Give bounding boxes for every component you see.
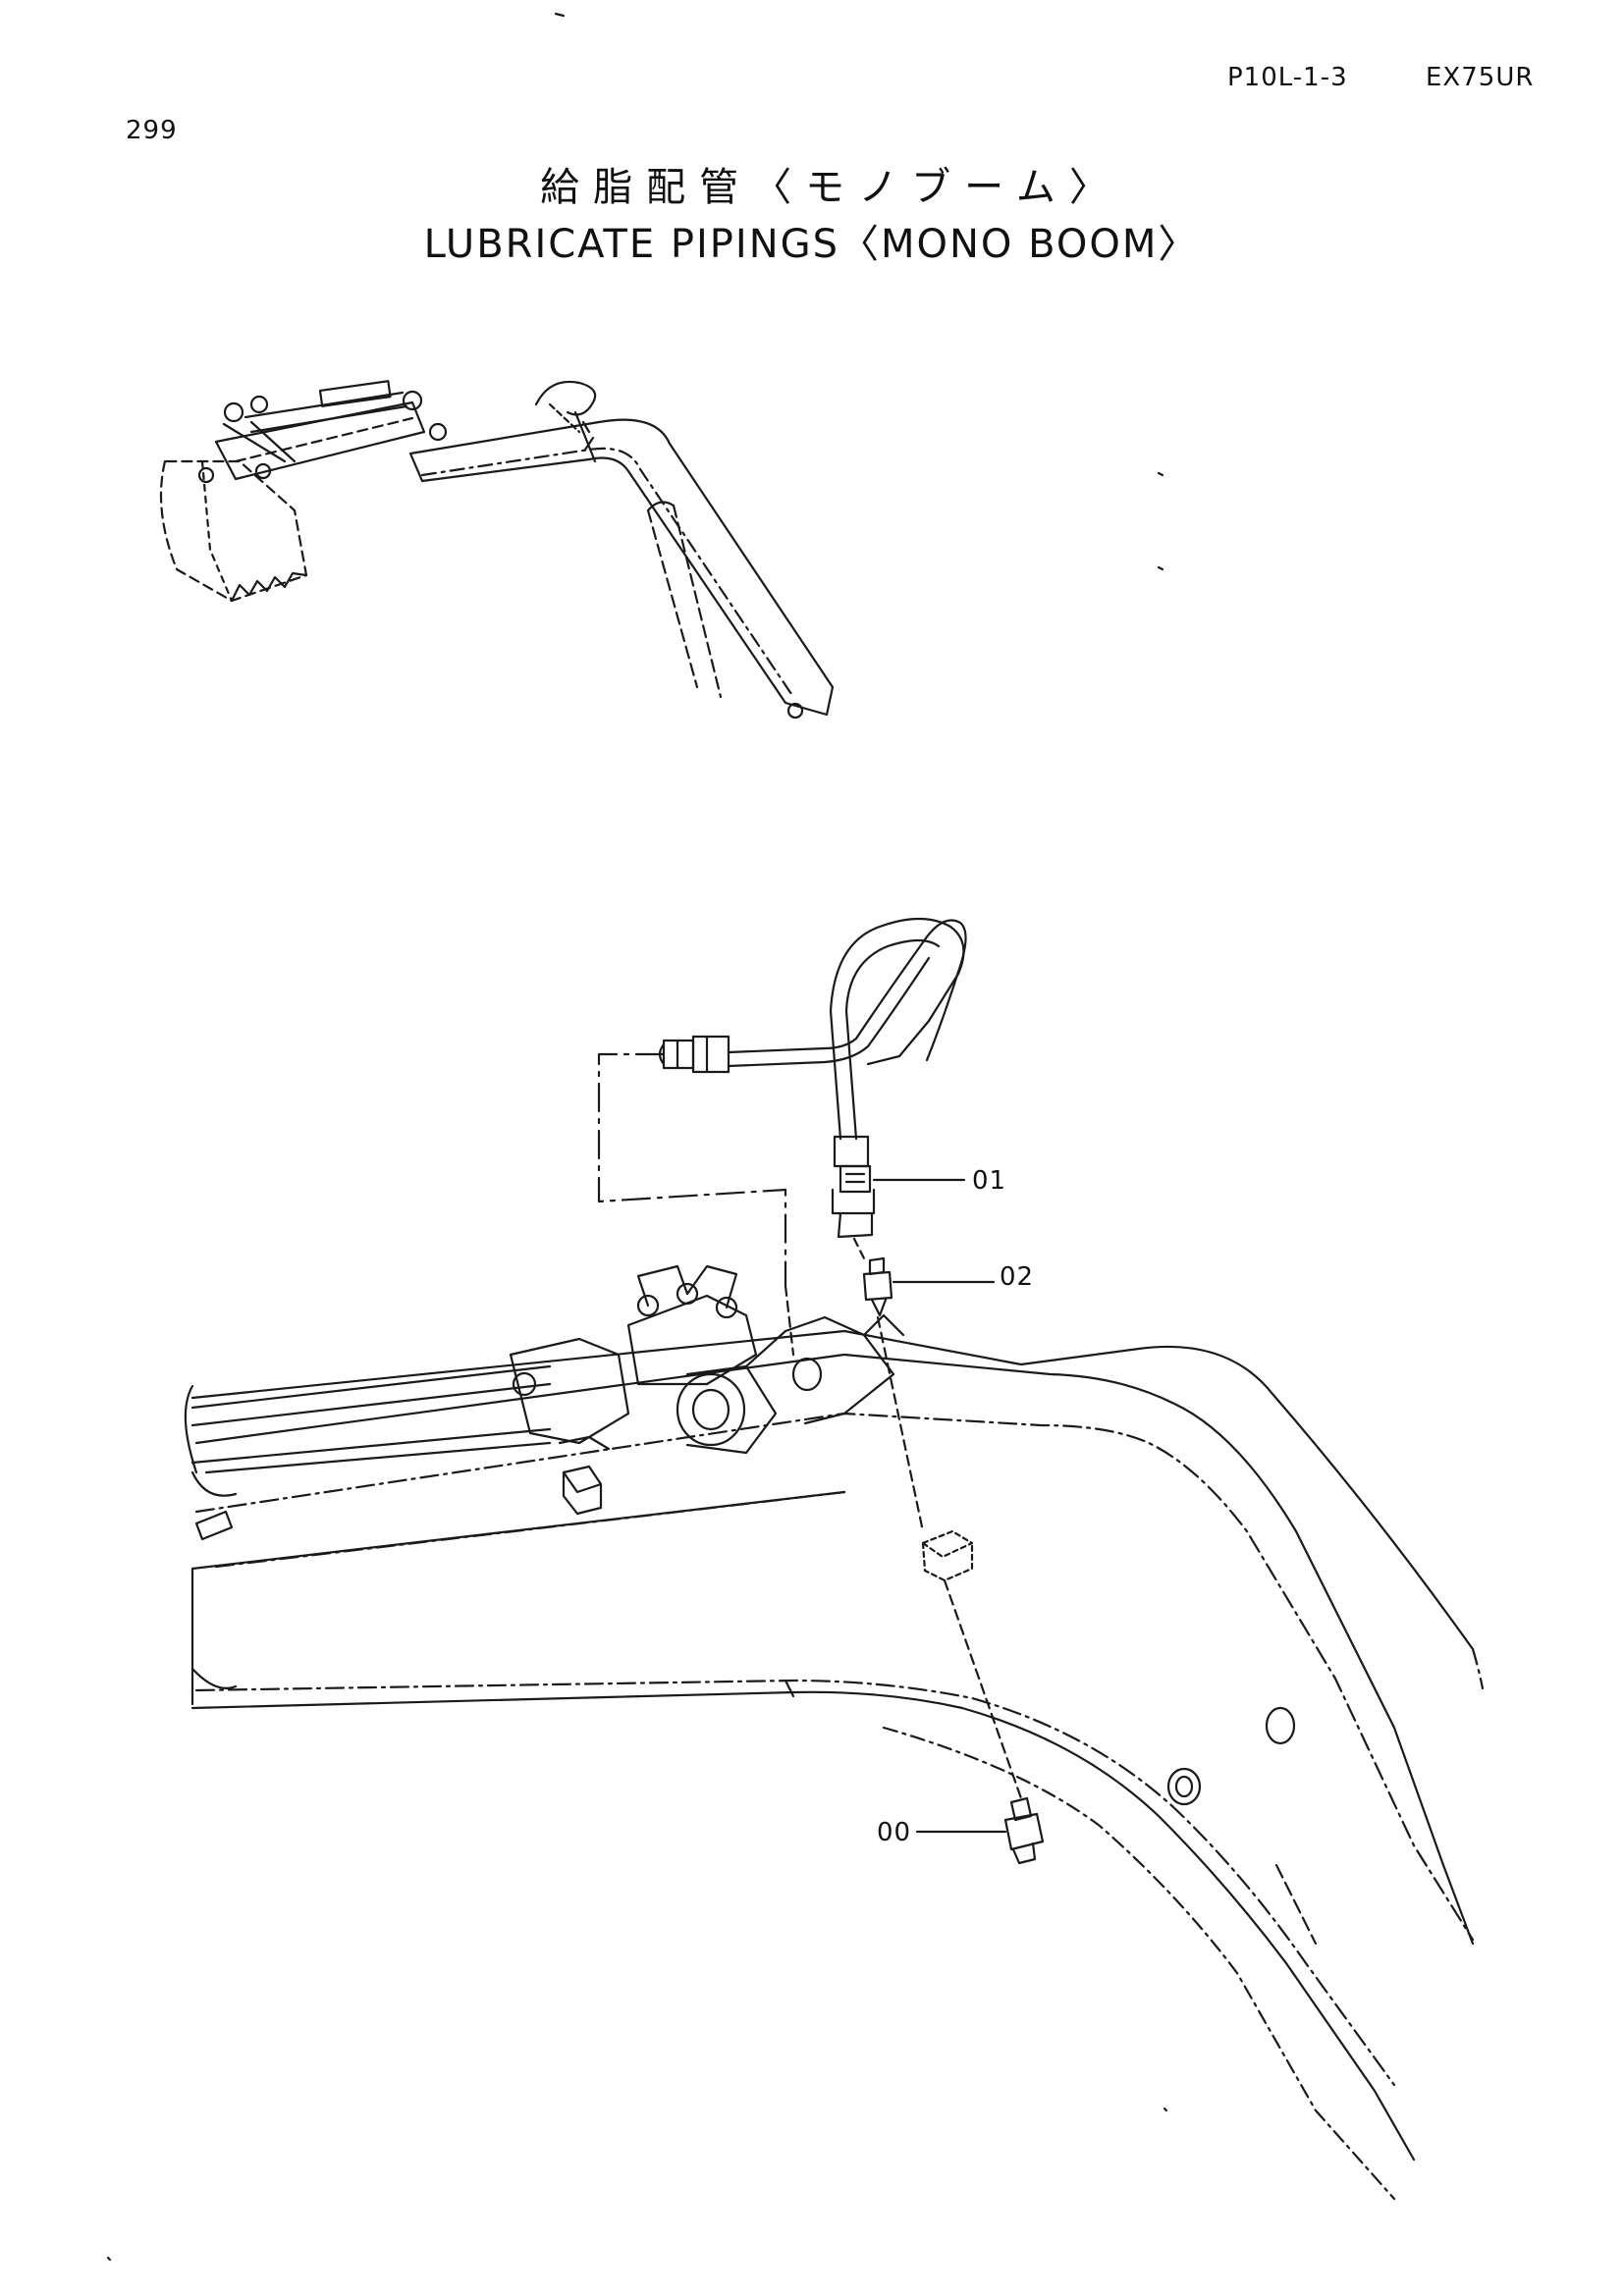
page-title-english: LUBRICATE PIPINGS〈MONO BOOM〉 — [423, 222, 1200, 267]
callout-label-00: 00 — [877, 1818, 912, 1847]
page-title-japanese: 給脂配管〈モノブーム〉 — [540, 165, 1122, 210]
page-number: 299 — [126, 116, 178, 145]
main-boom-drawing — [184, 917, 1485, 2201]
callout-label-01: 01 — [972, 1166, 1007, 1196]
overview-excavator-drawing — [159, 12, 1164, 720]
model-name: EX75UR — [1426, 63, 1535, 92]
document-code: P10L-1-3 — [1227, 63, 1348, 92]
callout-label-02: 02 — [1000, 1262, 1035, 1292]
